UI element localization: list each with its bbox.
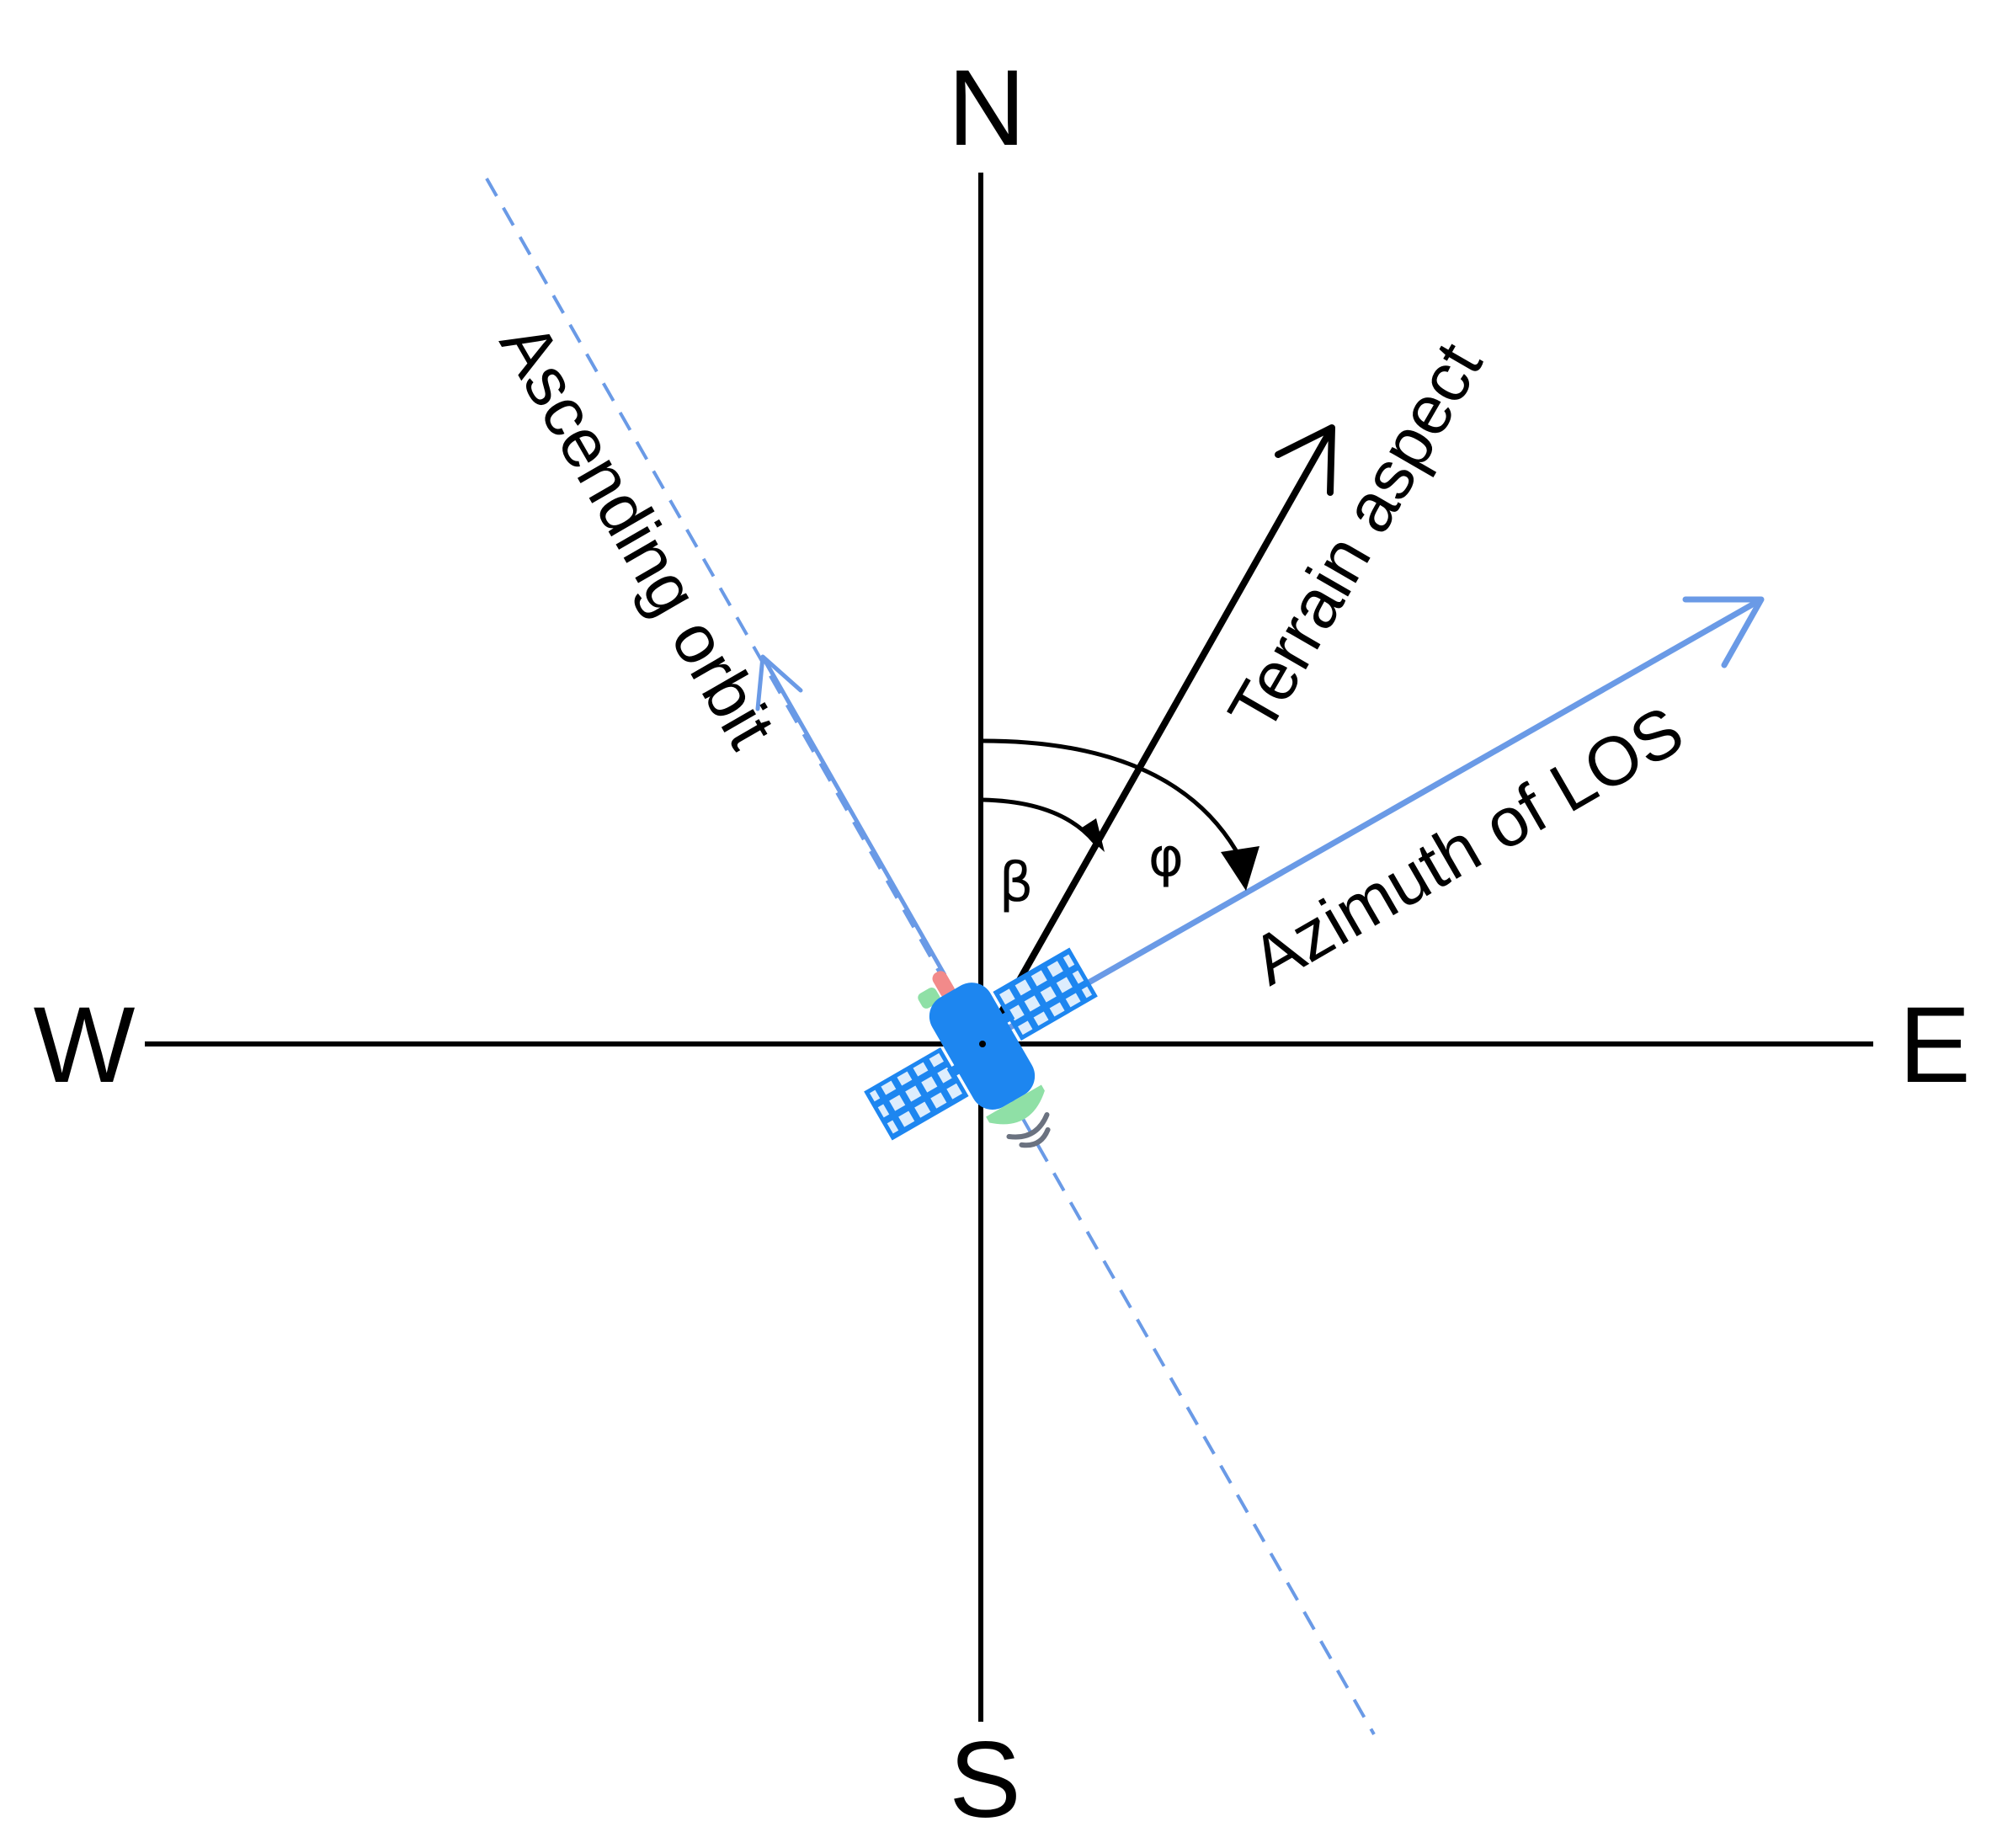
azimuth-los-label: Azimuth of LOS bbox=[1239, 692, 1696, 1000]
terrain-aspect-label: Terrain aspect bbox=[1214, 330, 1497, 744]
ascending-orbit-label: Ascending orbit bbox=[485, 311, 790, 761]
east-label: E bbox=[1898, 985, 1970, 1105]
orbit-track-dashed bbox=[485, 178, 1376, 1735]
origin-point bbox=[979, 1041, 986, 1047]
north-label: N bbox=[948, 48, 1025, 168]
west-label: W bbox=[34, 985, 136, 1105]
los-azimuth-arrow bbox=[979, 596, 1765, 1047]
phi-angle-arc bbox=[982, 738, 1259, 891]
phi-label: φ bbox=[1148, 827, 1184, 889]
beta-label: β bbox=[999, 852, 1034, 914]
beta-angle-arc bbox=[982, 797, 1105, 852]
south-label: S bbox=[949, 1720, 1020, 1840]
terrain-aspect-arrow bbox=[980, 424, 1335, 1046]
satellite-icon bbox=[864, 947, 1098, 1148]
orbit-direction-arrow bbox=[755, 654, 947, 977]
